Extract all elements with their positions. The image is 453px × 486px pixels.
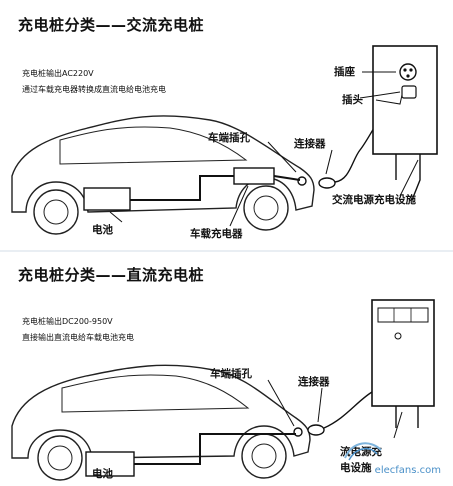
dc-desc-line1: 充电桩输出DC200-950V [22, 317, 113, 326]
ac-label-connector: 连接器 [294, 138, 326, 150]
dc-charger-panel: 充电桩分类——直流充电桩 充电桩输出DC200-950V 直接输出直流电给车载电… [0, 252, 453, 486]
ac-battery-box [83, 187, 131, 211]
dc-section-title: 充电桩分类——直流充电桩 [18, 266, 205, 284]
ac-label-onboard-charger: 车载充电器 [190, 228, 243, 240]
dc-description: 充电桩输出DC200-950V 直接输出直流电给车载电池充电 [22, 314, 134, 346]
elecfans-logo-icon [344, 442, 382, 461]
dc-front-wheel [241, 433, 287, 479]
ac-car-port [297, 176, 307, 186]
ac-label-car-port: 车端插孔 [208, 132, 250, 144]
ac-label-ac-equipment: 交流电源充电设施 [332, 194, 416, 206]
dc-label-battery: 电池 [92, 468, 113, 480]
dc-label-dc-equipment-2: 电设施 [340, 462, 372, 474]
ac-label-socket: 插座 [334, 66, 355, 78]
dc-diagram-drawing [11, 299, 435, 481]
ac-front-wheel [243, 185, 289, 231]
ac-desc-line2: 通过车载充电器转换成直流电给电池充电 [22, 85, 166, 94]
dc-station-outlet [394, 332, 402, 340]
ac-desc-line1: 充电桩输出AC220V [22, 69, 94, 78]
ac-section-title: 充电桩分类——交流充电桩 [18, 16, 205, 34]
ac-socket [399, 63, 417, 81]
dc-connector [307, 424, 325, 436]
ac-charger-panel: 充电桩分类——交流充电桩 充电桩输出AC220V 通过车载充电器转换成直流电给电… [11, 16, 438, 240]
ac-description: 充电桩输出AC220V 通过车载充电器转换成直流电给电池充电 [22, 66, 166, 98]
watermark-text: elecfans.com [374, 465, 441, 476]
ac-onboard-charger-box [233, 167, 275, 185]
ac-rear-wheel [33, 189, 79, 235]
ac-label-battery: 电池 [92, 224, 113, 236]
panel-divider [0, 250, 453, 252]
ac-plug [401, 85, 417, 99]
dc-station-screen [377, 307, 429, 323]
dc-label-car-port: 车端插孔 [210, 368, 252, 380]
ac-car-body [11, 115, 315, 213]
ac-label-plug: 插头 [342, 94, 363, 106]
ac-connector [318, 177, 336, 189]
dc-car-body [11, 364, 311, 459]
ac-charging-station [372, 45, 438, 155]
dc-battery-box [85, 451, 135, 477]
dc-car-port [293, 427, 303, 437]
dc-label-connector: 连接器 [298, 376, 330, 388]
ac-diagram-drawing [11, 45, 438, 235]
ac-car-window [59, 126, 248, 165]
dc-car-window [61, 374, 250, 413]
dc-rear-wheel [37, 435, 83, 481]
dc-desc-line2: 直接输出直流电给车载电池充电 [22, 333, 134, 342]
